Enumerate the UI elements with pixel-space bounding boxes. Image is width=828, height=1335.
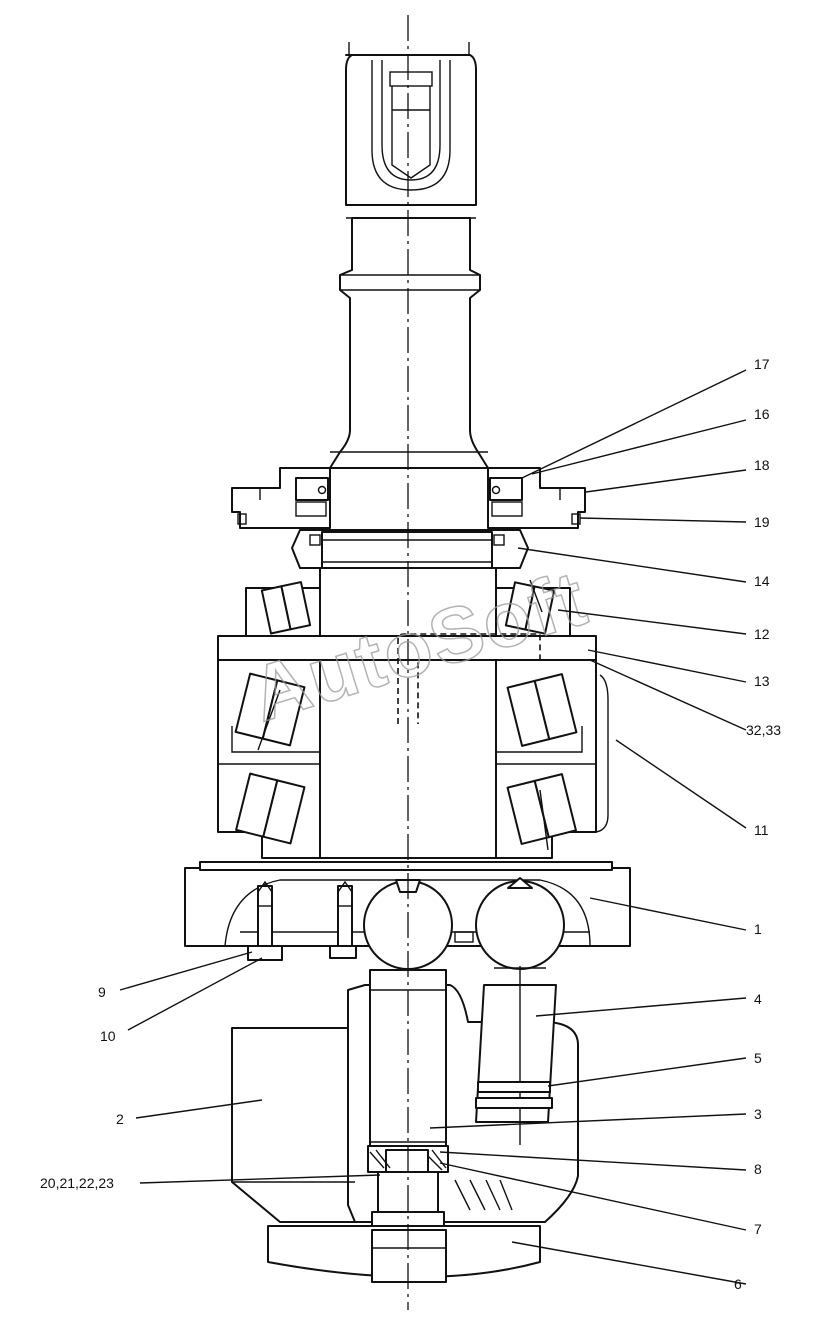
swash-plate-part-6 xyxy=(267,1225,541,1283)
callout-6: 6 xyxy=(734,1276,742,1292)
callout-12: 12 xyxy=(754,626,770,642)
callout-7: 7 xyxy=(754,1221,762,1237)
bearing-rollers-left xyxy=(234,581,312,845)
callout-16: 16 xyxy=(754,406,770,422)
shaft-neck xyxy=(329,217,489,469)
collar-part-14 xyxy=(291,529,529,569)
callout-17: 17 xyxy=(754,356,770,372)
oil-channel xyxy=(397,633,541,724)
leader-lines xyxy=(119,369,747,1285)
upper-flange xyxy=(231,467,586,529)
callout-2: 2 xyxy=(116,1111,124,1127)
callout-20-21-22-23: 20,21,22,23 xyxy=(40,1175,114,1191)
callout-10: 10 xyxy=(100,1028,116,1044)
bearing-rollers-right xyxy=(504,579,578,851)
callout-13: 13 xyxy=(754,673,770,689)
callout-19: 19 xyxy=(754,514,770,530)
callout-9: 9 xyxy=(98,984,106,1000)
callout-14: 14 xyxy=(754,573,770,589)
callout-1: 1 xyxy=(754,921,762,937)
callout-8: 8 xyxy=(754,1161,762,1177)
bolts-9-10 xyxy=(247,880,357,961)
piston-part-4 xyxy=(475,966,557,1145)
callout-11: 11 xyxy=(754,822,769,838)
callout-4: 4 xyxy=(754,991,762,1007)
callout-labels: 17 16 18 19 14 12 13 32,33 11 1 9 10 4 5… xyxy=(40,356,781,1292)
callout-5: 5 xyxy=(754,1050,762,1066)
callout-3: 3 xyxy=(754,1106,762,1122)
callout-18: 18 xyxy=(754,457,770,473)
callout-32-33: 32,33 xyxy=(746,722,781,738)
shaft-head xyxy=(345,54,477,219)
